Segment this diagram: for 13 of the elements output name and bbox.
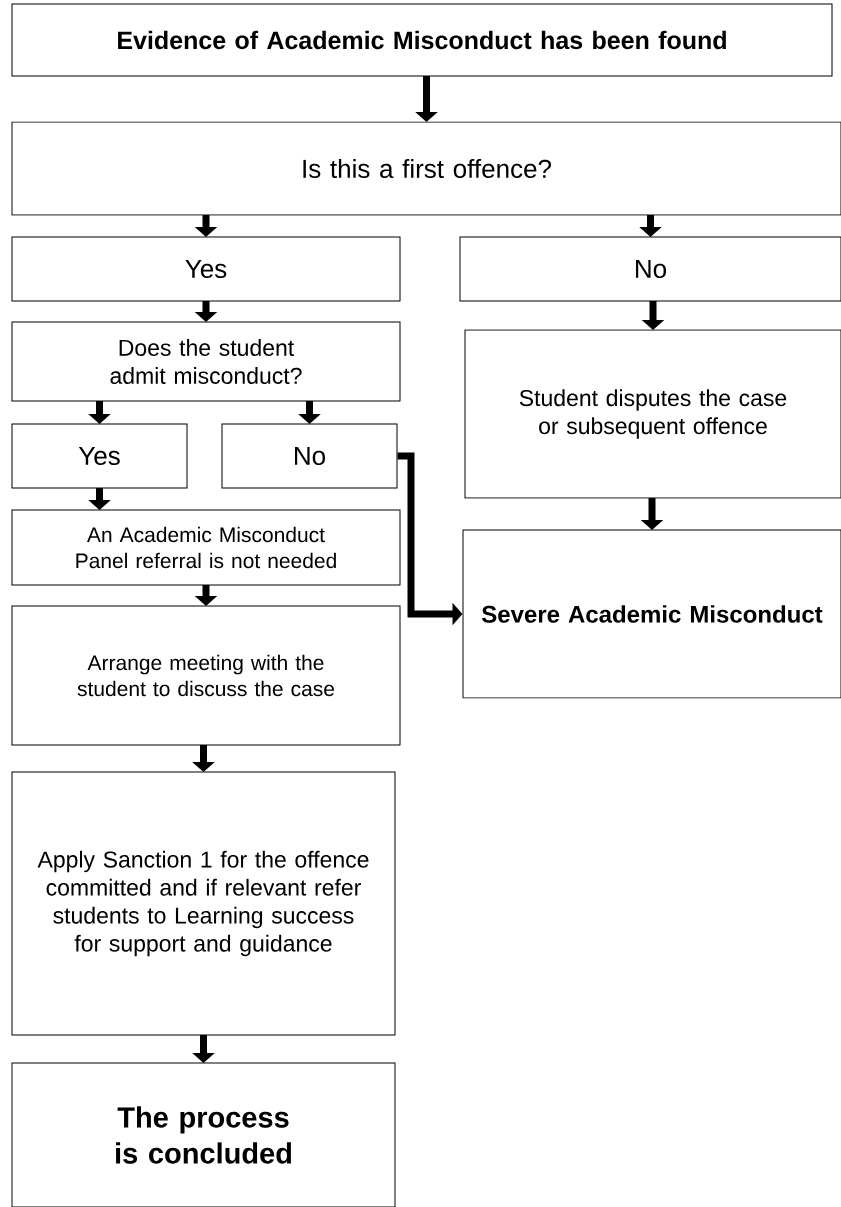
start-box: Evidence of Academic Misconduct has been found <box>11 3 833 77</box>
process-box: Apply Sanction 1 for the offence committed and if relevant refer students to Learning success for support and guidance <box>11 771 396 1036</box>
answer-box: Yes <box>11 236 401 302</box>
decision-box: Is this a first offence? <box>11 121 841 216</box>
answer-box: Yes <box>11 423 188 489</box>
decision-box: Does the student admit misconduct? <box>11 321 401 402</box>
answer-box: No <box>459 236 841 302</box>
outcome-box: Severe Academic Misconduct <box>462 529 841 699</box>
process-box: An Academic Misconduct Panel referral is not needed <box>11 509 401 586</box>
end-box: The process is concluded <box>11 1062 396 1207</box>
process-box: Student disputes the case or subsequent offence <box>464 329 841 499</box>
answer-box: No <box>221 423 398 489</box>
process-box: Arrange meeting with the student to discuss the case <box>11 605 401 746</box>
